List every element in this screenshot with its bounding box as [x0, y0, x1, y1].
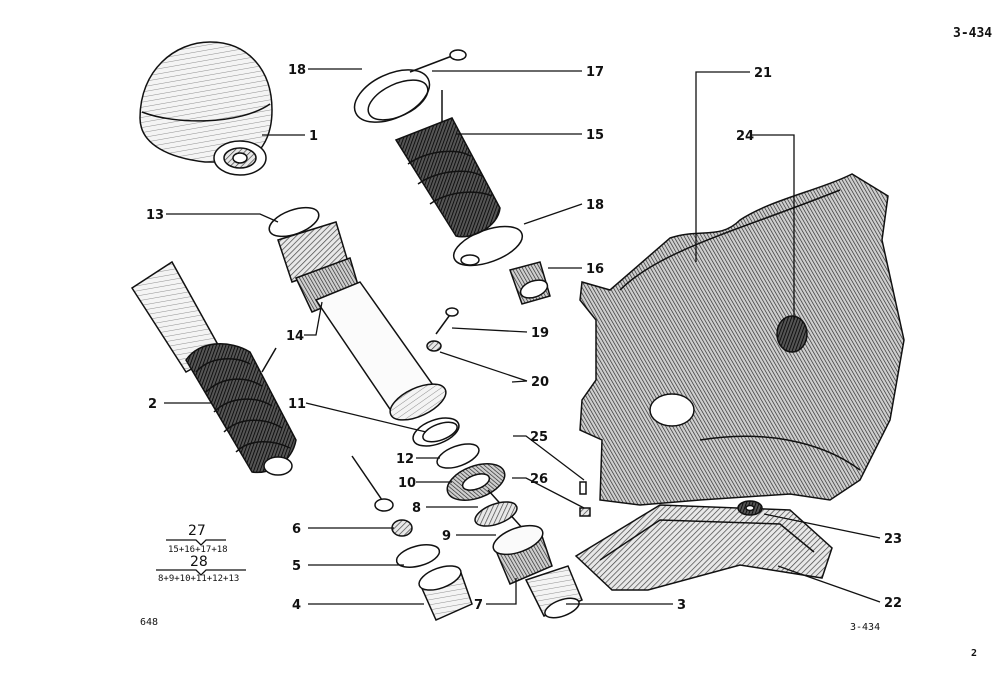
callout-16: 16	[586, 262, 604, 277]
callout-11: 11	[288, 397, 306, 412]
callout-4: 4	[292, 598, 301, 613]
callout-21: 21	[754, 66, 772, 81]
page-reference-bottom: 3-434	[850, 622, 880, 633]
assembly-legend: 27 15+16+17+18 28 8+9+10+11+12+13	[156, 523, 246, 584]
part-21-housing	[579, 173, 905, 506]
legend-set-28-parts: 8+9+10+11+12+13	[158, 574, 239, 584]
callout-26: 26	[530, 472, 548, 487]
legend-set-27-parts: 15+16+17+18	[168, 545, 228, 555]
page-number: 2	[971, 648, 977, 659]
leader-lines	[164, 68, 881, 605]
legend-set-27-number: 27	[188, 523, 206, 539]
code-bottom-left: 648	[140, 617, 158, 628]
callout-3: 3	[677, 598, 686, 613]
callout-23: 23	[884, 532, 902, 547]
part-11-12-rings	[412, 417, 480, 469]
part-1-sphere	[139, 41, 273, 176]
callout-10: 10	[398, 476, 416, 491]
part-13-14-cylinder	[268, 206, 447, 421]
callout-6: 6	[292, 522, 301, 537]
legend-set-28-number: 28	[190, 554, 208, 570]
callout-1: 1	[309, 129, 318, 144]
callout-18-top: 18	[288, 63, 306, 78]
callout-12: 12	[396, 452, 414, 467]
callout-7: 7	[474, 598, 483, 613]
callout-8: 8	[412, 501, 421, 516]
callout-15: 15	[586, 128, 604, 143]
callout-labels: 1 2 3 4 5 6 7 8 9 10 11 12 13 14 15 16 1…	[146, 63, 902, 613]
part-19-20-25-26	[426, 307, 591, 517]
part-22-23-bracket	[574, 500, 833, 591]
page-reference-top: 3-434	[953, 26, 993, 41]
callout-17: 17	[586, 65, 604, 80]
part-2-shock-absorber	[130, 260, 297, 476]
callout-5: 5	[292, 559, 301, 574]
callout-20: 20	[531, 375, 549, 390]
callout-14: 14	[286, 329, 304, 344]
callout-13: 13	[146, 208, 164, 223]
callout-18-lower: 18	[586, 198, 604, 213]
callout-22: 22	[884, 596, 902, 611]
callout-25: 25	[530, 430, 548, 445]
callout-24: 24	[736, 129, 754, 144]
part-15-18-bellows	[353, 49, 551, 305]
callout-9: 9	[442, 529, 451, 544]
callout-19: 19	[531, 326, 549, 341]
callout-2: 2	[148, 397, 157, 412]
